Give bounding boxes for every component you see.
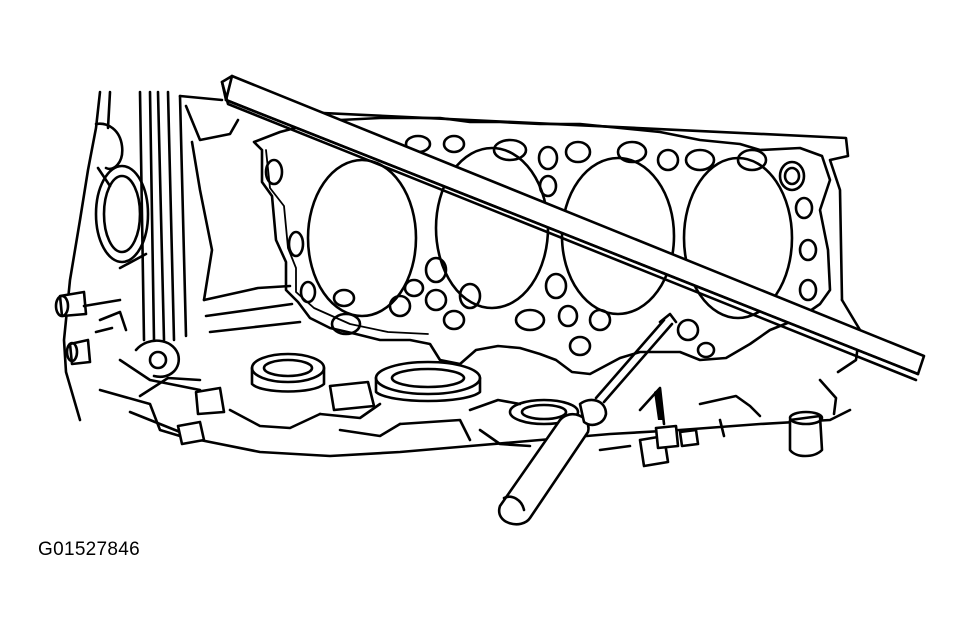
straight-edge (220, 74, 926, 382)
left-end-detail (54, 122, 226, 438)
engine-block (62, 90, 862, 458)
head-bolt-guide (138, 90, 188, 342)
figure-id-label: G01527846 (38, 539, 141, 560)
feeler-gauge-tool (497, 312, 678, 526)
head-gasket (252, 116, 832, 376)
valve-bosses (176, 352, 824, 468)
